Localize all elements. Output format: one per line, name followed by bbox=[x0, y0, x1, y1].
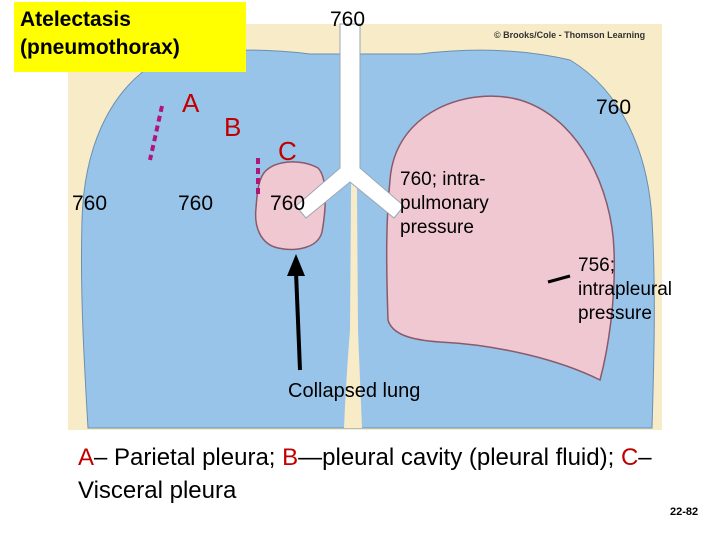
right-pressure-label: 760 bbox=[596, 96, 632, 119]
legend-key-c: C bbox=[620, 444, 639, 471]
legend-text-b: —pleural cavity (pleural fluid); bbox=[298, 444, 621, 471]
legend-key-a: A bbox=[78, 444, 95, 471]
collapsed-left-lung bbox=[254, 161, 327, 251]
legend-key-b: B bbox=[282, 444, 299, 471]
legend-text-a: – Parietal pleura; bbox=[94, 444, 283, 471]
intrapleural-pressure-label: 756; intrapleural pressure bbox=[578, 255, 672, 324]
copyright-caption: © Brooks/Cole - Thomson Learning bbox=[494, 30, 646, 40]
legend-text: A– Parietal pleura; B—pleural cavity (pl… bbox=[78, 441, 658, 507]
collapsed-lung-arrow bbox=[294, 271, 302, 371]
top-pressure-label: 760 bbox=[330, 8, 366, 31]
left-middle-pressure-label: 760 bbox=[178, 192, 214, 215]
legend-text-c: – Visceral pleura bbox=[78, 444, 652, 504]
intrapleural-pointer bbox=[547, 274, 571, 284]
collapsed-lung-label: Collapsed lung bbox=[288, 380, 421, 402]
collapsed-pressure-label: 760 bbox=[270, 192, 306, 215]
collapsed-lung-arrowhead bbox=[287, 254, 305, 276]
letter-b: B bbox=[224, 112, 242, 142]
slide-title: Atelectasis (pneumothorax) bbox=[20, 8, 180, 59]
letter-c: C bbox=[278, 136, 297, 166]
slide-number: 22-82 bbox=[670, 506, 699, 518]
trachea bbox=[295, 23, 405, 219]
right-lung bbox=[385, 95, 616, 382]
letter-a: A bbox=[182, 88, 200, 118]
intrapulmonary-pressure-label: 760; intra- pulmonary pressure bbox=[400, 169, 489, 238]
left-outer-pressure-label: 760 bbox=[72, 192, 108, 215]
title-highlight bbox=[14, 2, 246, 72]
